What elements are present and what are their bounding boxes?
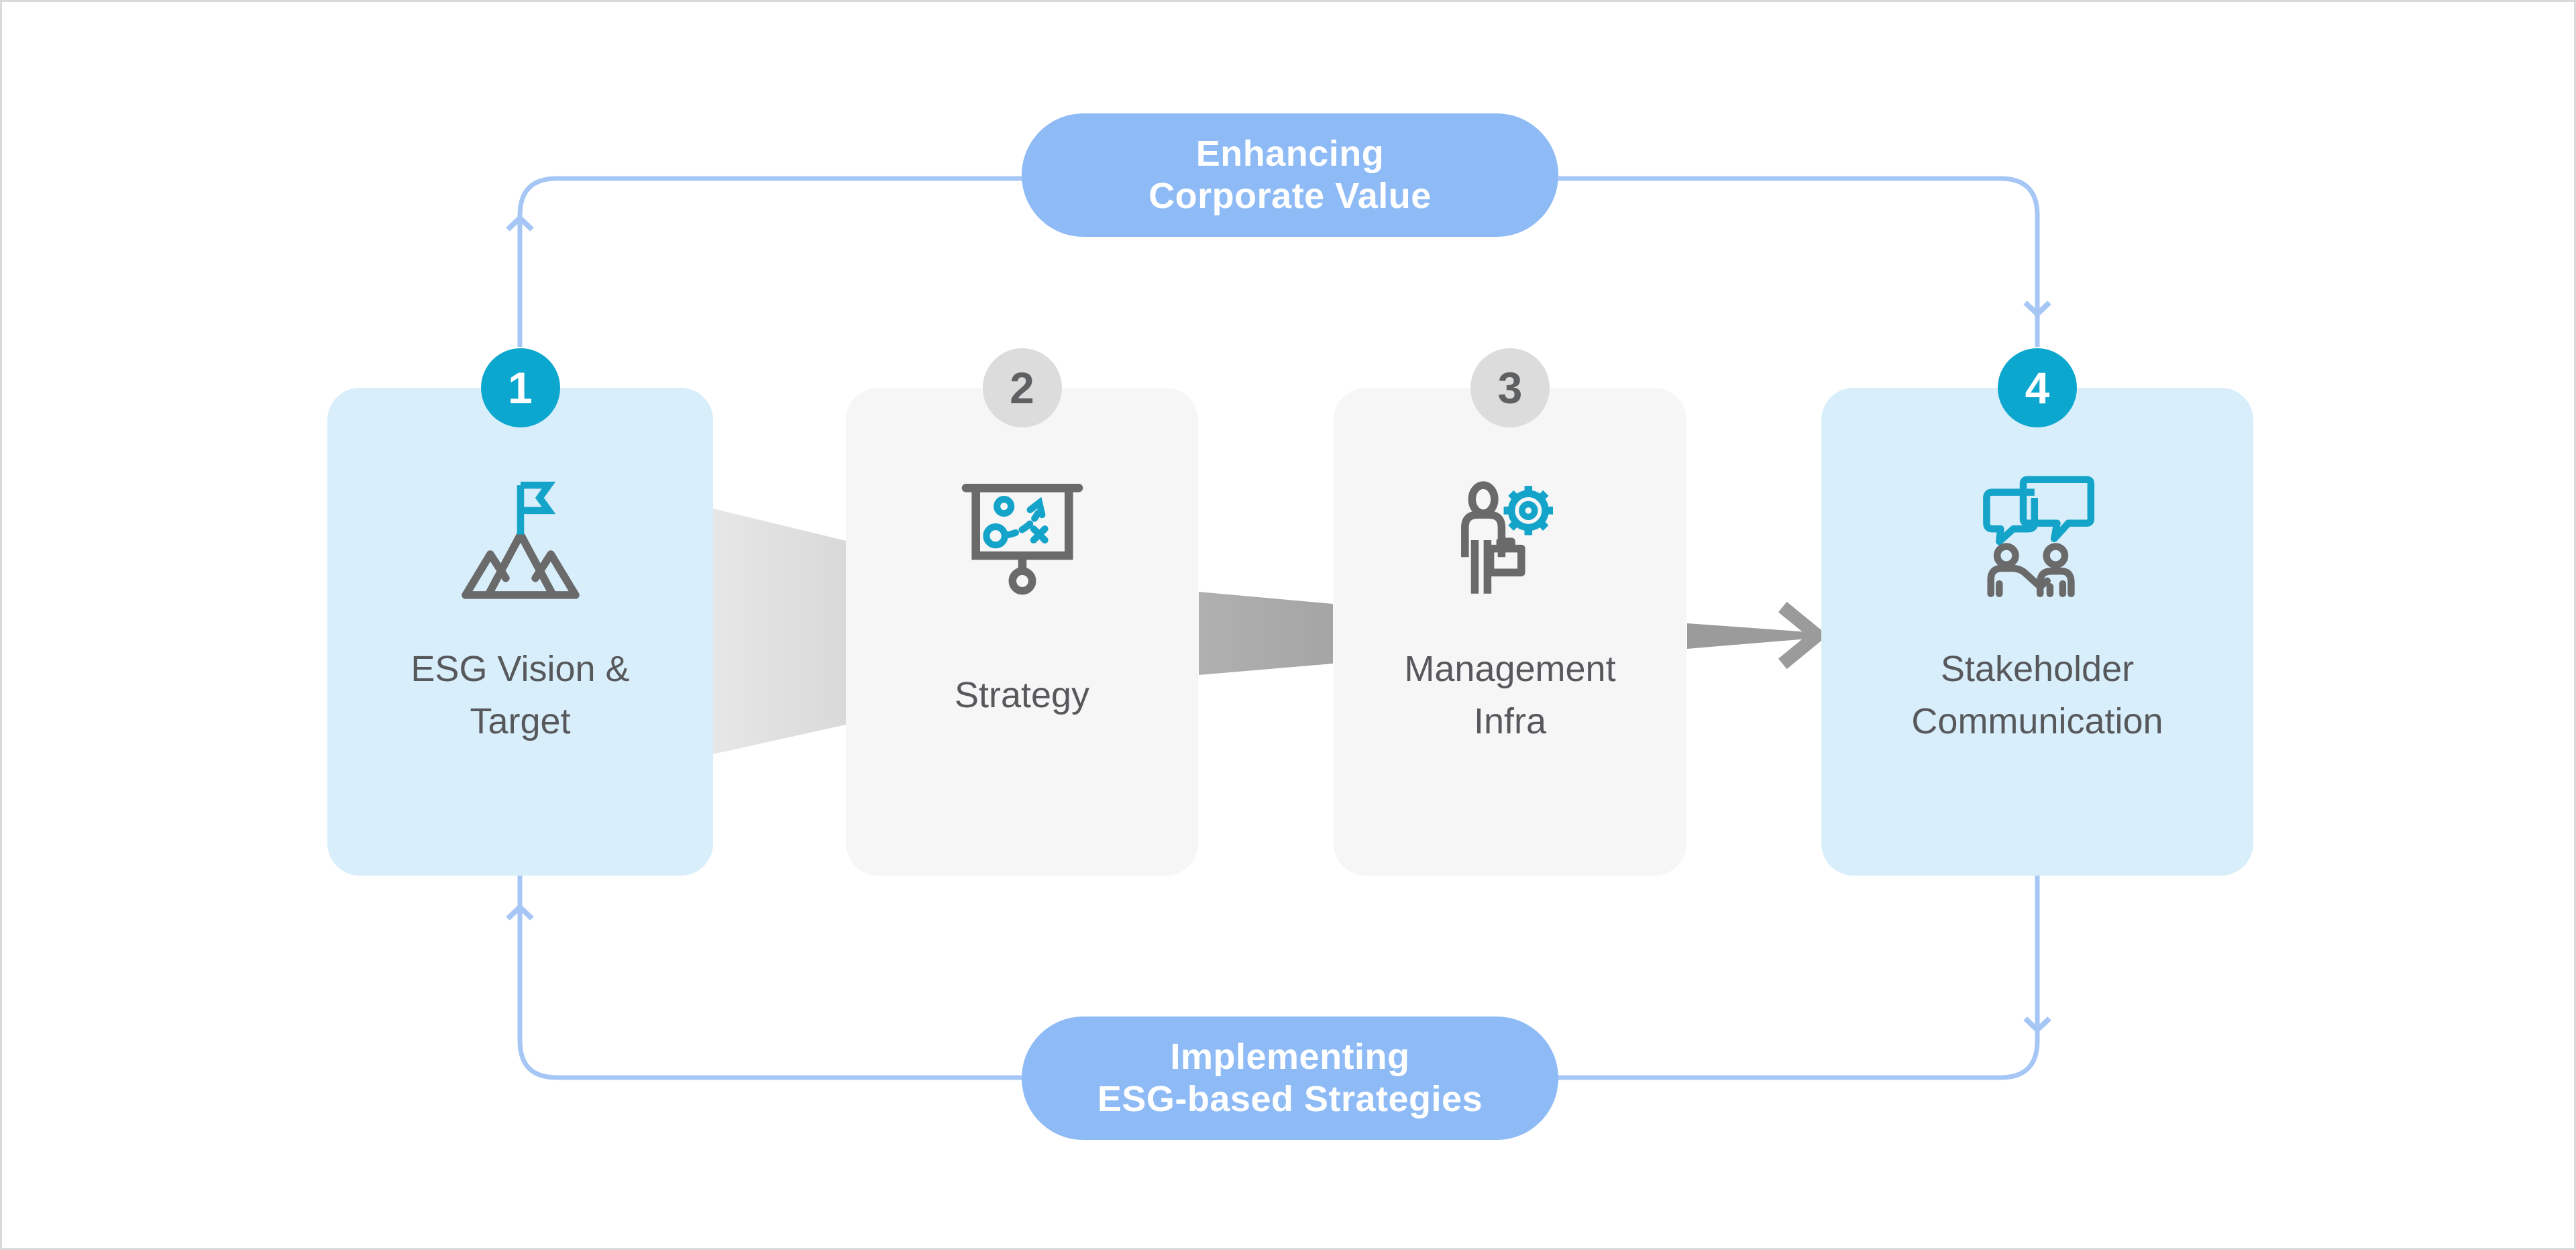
person-gear-icon <box>1440 470 1580 614</box>
step3-to-step4-arrow-stem <box>1687 623 1808 649</box>
step-3-label-line2: Infra <box>1473 701 1547 741</box>
top-loop-label-line2: Corporate Value <box>1148 176 1432 216</box>
step-4-label-line1: Stakeholder <box>1940 649 2135 689</box>
bottom-loop-label-pill: Implementing ESG-based Strategies <box>1022 1017 1558 1140</box>
step-1-label: ESG Vision & Target <box>327 641 713 749</box>
strategy-board-icon <box>952 470 1093 614</box>
step-1-number: 1 <box>508 363 533 413</box>
step-3-label-line1: Management <box>1404 649 1616 689</box>
step-4-card: 4 Stakeholder Commu <box>1821 348 2253 876</box>
step-2-number: 2 <box>1010 363 1034 413</box>
step-4-number-badge: 4 <box>1998 348 2077 427</box>
step-1-card: 1 ESG Vision & Target <box>327 348 713 876</box>
top-loop-label-pill: Enhancing Corporate Value <box>1022 113 1558 237</box>
step-2-label: Strategy <box>846 641 1198 749</box>
mountain-flag-icon <box>450 470 591 614</box>
step-4-label: Stakeholder Communication <box>1821 641 2253 749</box>
step-1-number-badge: 1 <box>480 348 560 427</box>
bottom-loop-label-line2: ESG-based Strategies <box>1097 1079 1483 1119</box>
step-2-card: 2 Strategy <box>846 348 1198 876</box>
step-3-number-badge: 3 <box>1470 348 1550 427</box>
step-3-number: 3 <box>1497 363 1523 413</box>
step-4-number: 4 <box>2025 363 2050 413</box>
top-loop-label-line1: Enhancing <box>1195 134 1385 174</box>
step-4-label-line2: Communication <box>1911 701 2163 741</box>
step2-to-step3-arrow <box>1199 592 1333 675</box>
top-left-up-arrowhead <box>506 214 534 231</box>
step1-to-step2-arrow <box>713 509 846 754</box>
bottom-loop-label-line1: Implementing <box>1170 1037 1410 1077</box>
step-2-number-badge: 2 <box>982 348 1062 427</box>
bottom-right-down-arrowhead <box>2023 1017 2051 1034</box>
step-1-label-line1: ESG Vision & <box>411 649 630 689</box>
step-1-label-line2: Target <box>470 701 571 741</box>
chat-people-icon <box>1967 470 2108 614</box>
step-3-card: 3 <box>1334 348 1686 876</box>
step-3-label: Management Infra <box>1334 641 1686 749</box>
bottom-left-up-arrowhead <box>506 903 534 921</box>
top-right-down-arrowhead <box>2023 301 2051 318</box>
step3-to-step4-arrowhead <box>1778 601 1828 670</box>
step-2-label-line1: Strategy <box>954 675 1090 715</box>
